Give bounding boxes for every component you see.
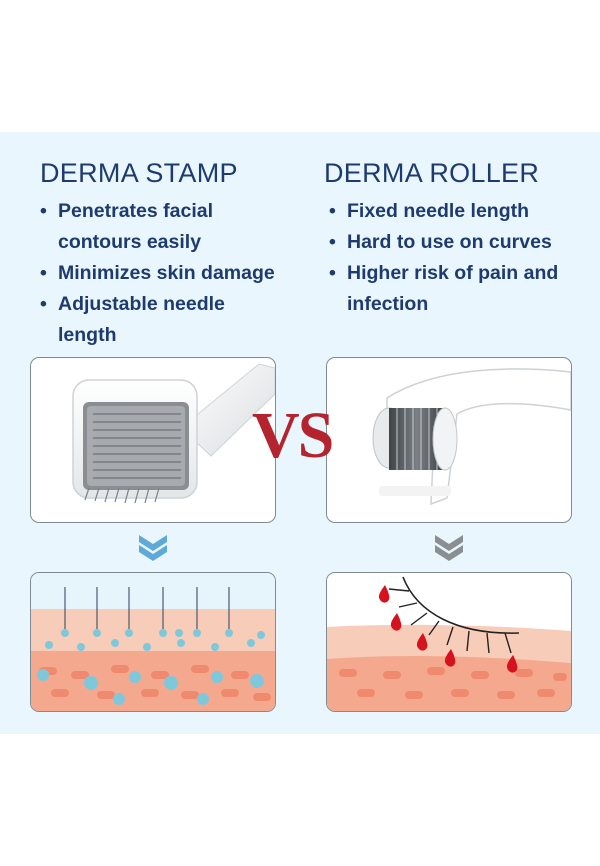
stamp-bullet-1: Penetrates facial contours easily (38, 196, 258, 258)
vs-label: VS (252, 399, 334, 472)
derma-stamp-bullets: Penetrates facial contours easily Minimi… (38, 196, 313, 351)
double-chevron-down-icon (136, 532, 170, 564)
derma-roller-bullets: Fixed needle length Hard to use on curve… (327, 196, 592, 320)
roller-skin-diagram (326, 572, 572, 712)
stamp-bullet-2: Minimizes skin damage (38, 258, 313, 289)
roller-bullet-1: Fixed needle length (327, 196, 592, 227)
roller-bullet-3: Higher risk of pain and infection (327, 258, 592, 320)
double-chevron-down-icon (432, 532, 466, 564)
stamp-skin-diagram (30, 572, 276, 712)
stamp-bullet-3: Adjustable needle length (38, 289, 288, 351)
derma-roller-image (326, 357, 572, 523)
derma-stamp-title: DERMA STAMP (40, 158, 238, 188)
derma-stamp-image (30, 357, 276, 523)
derma-roller-title: DERMA ROLLER (324, 158, 540, 188)
roller-bullet-2: Hard to use on curves (327, 227, 592, 258)
